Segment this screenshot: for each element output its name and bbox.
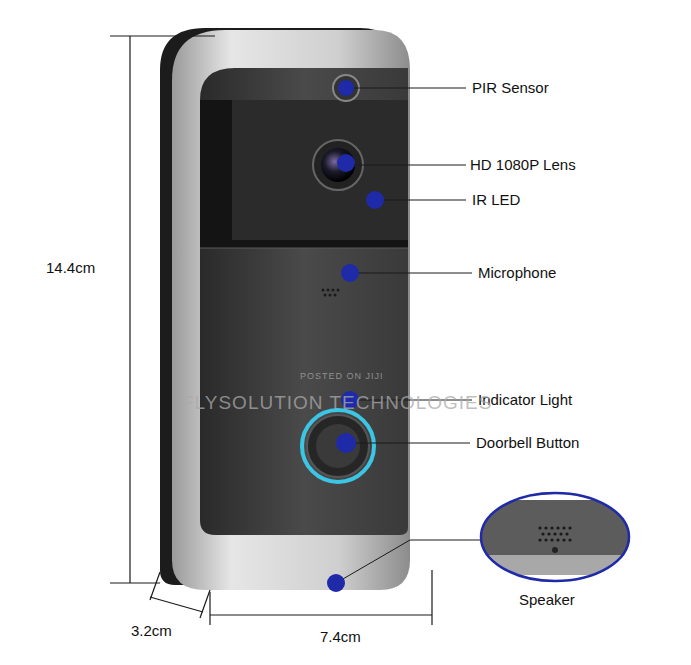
- part-label: HD 1080P Lens: [470, 156, 576, 174]
- dimension-label: 3.2cm: [131, 622, 172, 640]
- doorbell-button: [307, 415, 369, 477]
- camera-glass: [232, 100, 408, 240]
- indicator-ring: [302, 410, 374, 482]
- silver-frame: [172, 30, 410, 590]
- watermark: FLYSOLUTION TECHNOLOGIES: [182, 392, 492, 414]
- speaker-callout: [470, 480, 650, 600]
- front-panel: [200, 68, 408, 535]
- part-label: PIR Sensor: [472, 79, 549, 97]
- dimension-label: 14.4cm: [46, 259, 95, 277]
- microphone-grille: [322, 289, 340, 297]
- part-label: Microphone: [478, 264, 556, 282]
- part-label: Doorbell Button: [476, 434, 579, 452]
- part-label: IR LED: [472, 191, 520, 209]
- part-label: Speaker: [519, 591, 575, 609]
- watermark: POSTED ON JIJI: [300, 370, 384, 382]
- callout-dots: [327, 80, 384, 592]
- camera-band: [200, 100, 408, 248]
- dimension-label: 7.4cm: [320, 628, 361, 646]
- dimension-lines: [110, 36, 432, 625]
- leader-lines: [336, 88, 481, 583]
